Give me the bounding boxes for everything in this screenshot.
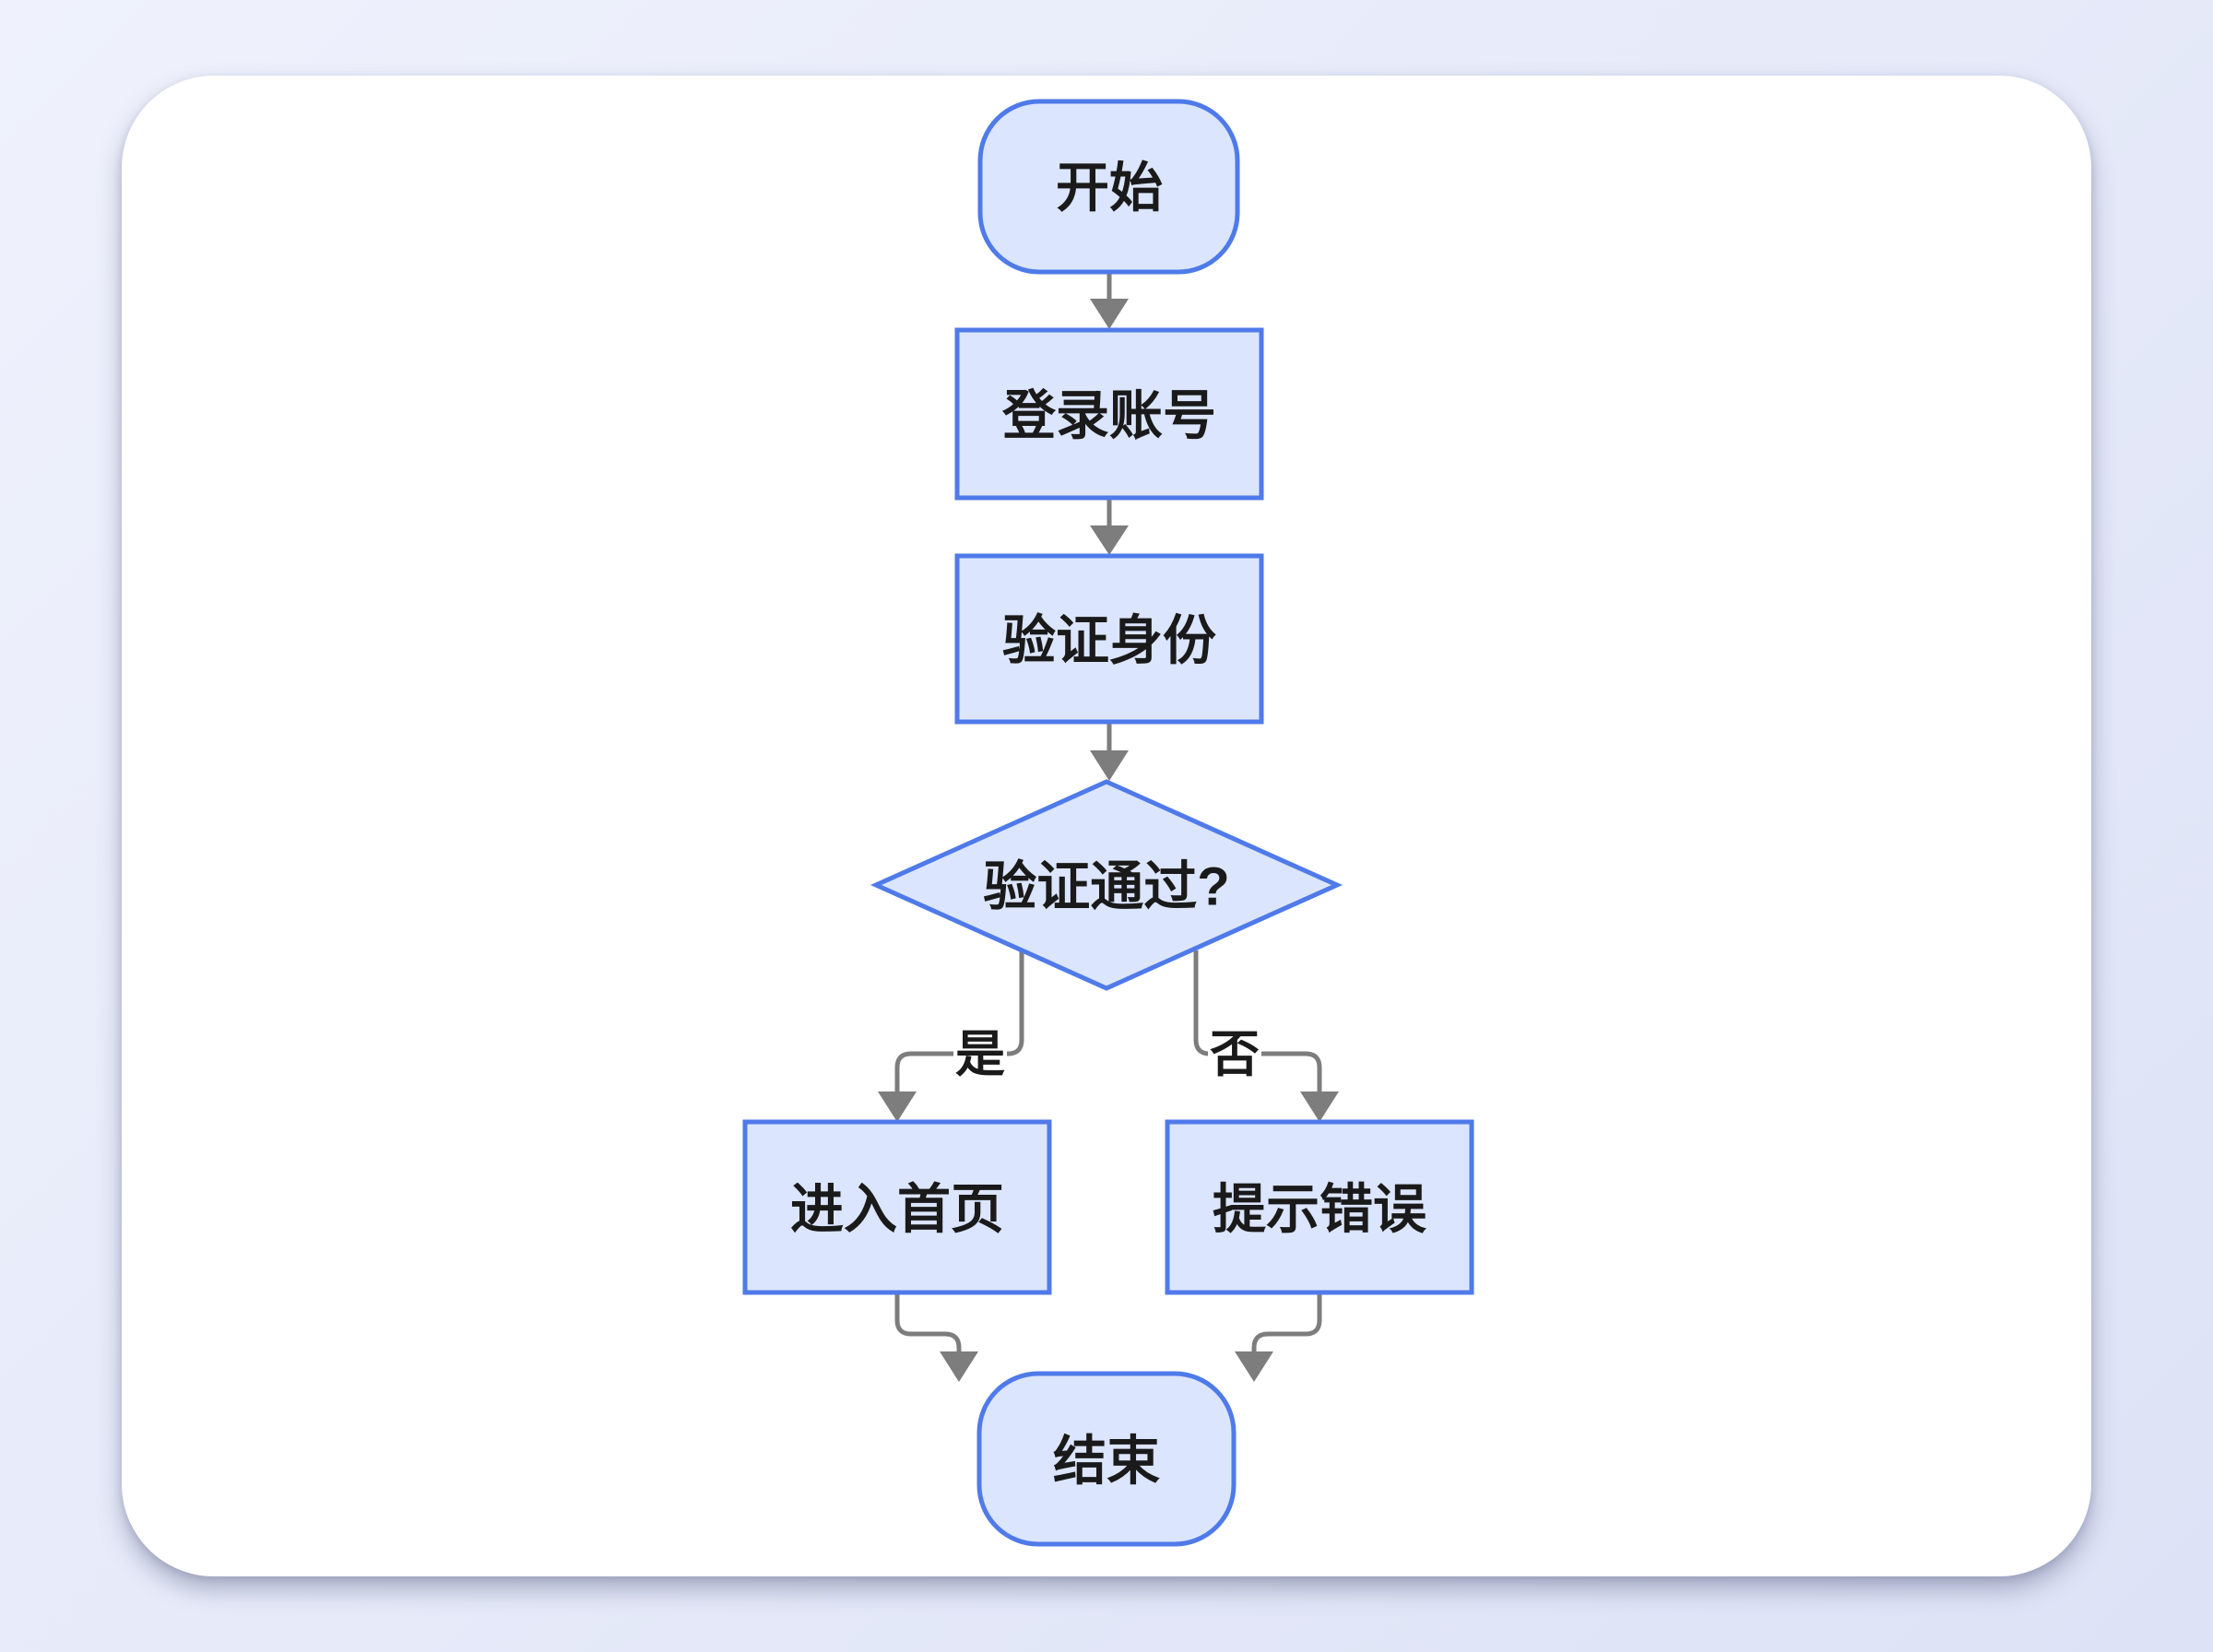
arrowhead-icon — [878, 1092, 917, 1122]
connector-line — [894, 1292, 962, 1353]
edge-label-yes: 是 — [955, 1027, 1005, 1082]
connector-decision-no: 否 — [1193, 950, 1339, 1122]
connector-verify-to-decision — [1090, 722, 1129, 781]
connector-start-to-login — [1090, 270, 1129, 329]
arrowhead-icon — [1090, 299, 1129, 329]
arrowhead-icon — [940, 1351, 978, 1382]
connector-line — [1251, 1292, 1322, 1353]
error-label: 提示错误 — [1213, 1180, 1426, 1240]
node-login: 登录账号 — [954, 327, 1264, 501]
arrowhead-icon — [1090, 750, 1129, 781]
edge-label-no: 否 — [1210, 1027, 1260, 1082]
connector-home-to-end — [894, 1292, 978, 1382]
decision-diamond-shape — [870, 779, 1343, 991]
start-label: 开始 — [1056, 159, 1163, 218]
arrowhead-icon — [1300, 1092, 1339, 1122]
node-end: 结束 — [976, 1371, 1237, 1547]
end-label: 结束 — [1053, 1432, 1160, 1492]
arrowhead-icon — [1090, 525, 1129, 555]
decision-label: 验证通过? — [983, 857, 1229, 917]
verify-label: 验证身份 — [1002, 611, 1216, 671]
start-terminator-shape — [977, 99, 1240, 275]
node-start: 开始 — [977, 99, 1240, 275]
node-error: 提示错误 — [1165, 1119, 1474, 1295]
arrowhead-icon — [1235, 1351, 1273, 1382]
connector-login-to-verify — [1090, 498, 1129, 555]
connector-decision-yes: 是 — [878, 950, 1024, 1122]
home-process-shape — [742, 1119, 1052, 1295]
no-label-background — [1208, 1026, 1261, 1080]
error-process-shape — [1165, 1119, 1474, 1295]
connector-error-to-end — [1235, 1292, 1322, 1382]
node-verify: 验证身份 — [954, 553, 1264, 725]
home-label: 进入首页 — [790, 1180, 1004, 1240]
node-decision: 验证通过? — [870, 779, 1343, 991]
yes-label-background — [953, 1026, 1007, 1080]
end-terminator-shape — [976, 1371, 1237, 1547]
node-home: 进入首页 — [742, 1119, 1052, 1295]
login-process-shape — [954, 327, 1264, 501]
login-label: 登录账号 — [1001, 386, 1216, 446]
verify-process-shape — [954, 553, 1264, 725]
